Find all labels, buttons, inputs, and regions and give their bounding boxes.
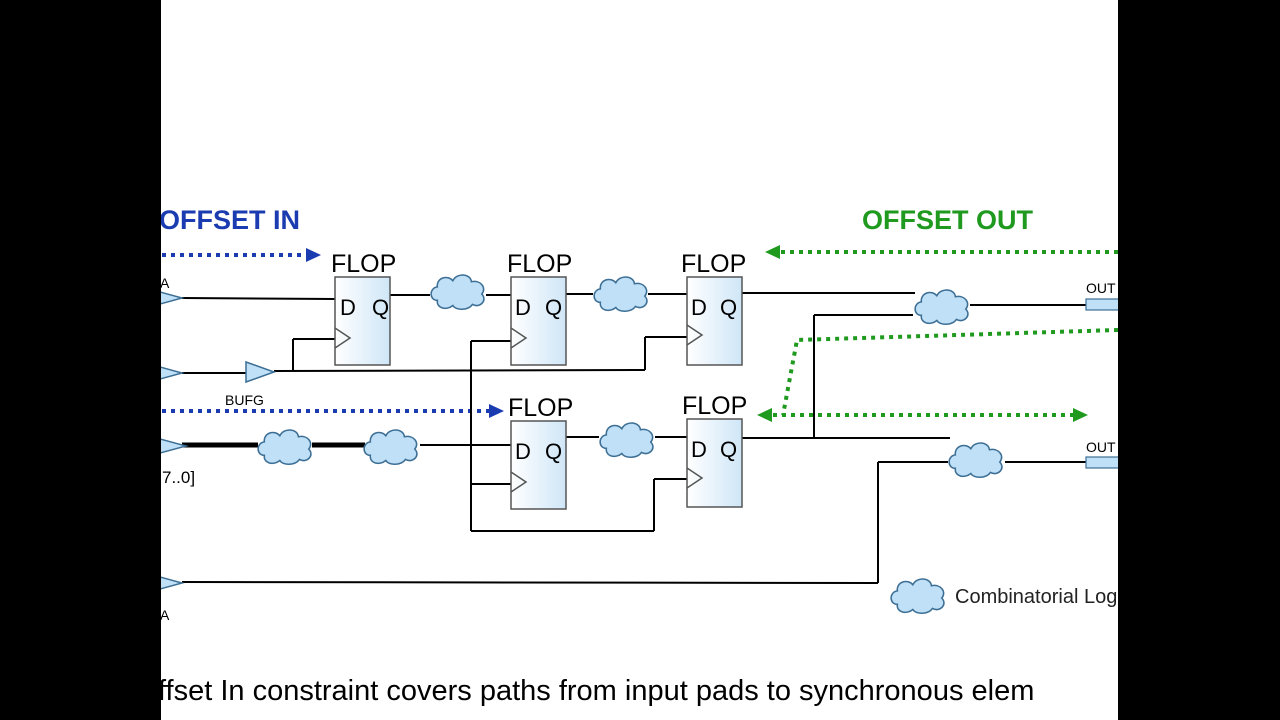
slide: OFFSET IN OFFSET OUT: [161, 0, 1118, 720]
offset-in-title: OFFSET IN: [161, 205, 300, 235]
logic-cloud-2: [593, 276, 648, 313]
flop-label: FLOP: [507, 250, 572, 278]
logic-cloud-7: [948, 442, 1003, 479]
flop-5: FLOP D Q: [682, 392, 747, 508]
flop-d-pin: D: [515, 295, 531, 320]
offset-out-arrow-top: [765, 245, 1118, 259]
offset-in-arrow-bottom: [162, 404, 504, 418]
flop-q-pin: Q: [545, 295, 562, 320]
out-label-bottom: OUT: [1086, 439, 1116, 455]
logic-cloud-6: [599, 422, 654, 459]
logic-cloud-1: [430, 274, 485, 311]
offset-out-title: OFFSET OUT: [862, 205, 1033, 235]
offset-out-arrow-bottom: [757, 328, 1118, 422]
logic-cloud-5: [363, 429, 418, 466]
legend-cloud: [890, 578, 945, 615]
input-pad-a-top: [161, 291, 185, 305]
wires: [181, 292, 1086, 584]
flop-d-pin: D: [515, 439, 531, 464]
slide-caption: ffset In constraint covers paths from in…: [161, 675, 1034, 707]
logic-cloud-3: [914, 289, 969, 326]
flop-label: FLOP: [331, 250, 396, 278]
flop-d-pin: D: [340, 295, 356, 320]
output-pad-bottom: [1085, 456, 1118, 469]
flop-label: FLOP: [682, 392, 747, 420]
input-pad-a-bottom: [161, 576, 185, 590]
flop-label: FLOP: [681, 250, 746, 278]
input-label-a-bottom: A: [161, 607, 170, 623]
bufg-label: BUFG: [225, 392, 264, 408]
flop-q-pin: Q: [720, 437, 737, 462]
flop-2: FLOP D Q: [507, 250, 572, 366]
out-label-top: OUT: [1086, 280, 1116, 296]
legend-label: Combinatorial Log: [955, 586, 1117, 608]
flop-d-pin: D: [691, 437, 707, 462]
flop-d-pin: D: [691, 295, 707, 320]
output-pad-top: [1085, 298, 1118, 311]
flop-4: FLOP D Q: [508, 394, 573, 510]
bus-label: 7..0]: [162, 468, 195, 487]
timing-diagram: OFFSET IN OFFSET OUT: [161, 205, 1118, 707]
flop-q-pin: Q: [545, 439, 562, 464]
flop-1: FLOP D Q: [331, 250, 396, 366]
bufg-buffer: [245, 360, 277, 384]
input-pad-clock: [161, 366, 185, 380]
flop-3: FLOP D Q: [681, 250, 746, 366]
flop-label: FLOP: [508, 394, 573, 422]
logic-cloud-4: [257, 429, 312, 466]
flop-q-pin: Q: [720, 295, 737, 320]
input-pad-bus: [161, 438, 189, 454]
offset-in-arrow-top: [162, 248, 321, 262]
flop-q-pin: Q: [372, 295, 389, 320]
input-label-a-top: A: [161, 275, 170, 291]
